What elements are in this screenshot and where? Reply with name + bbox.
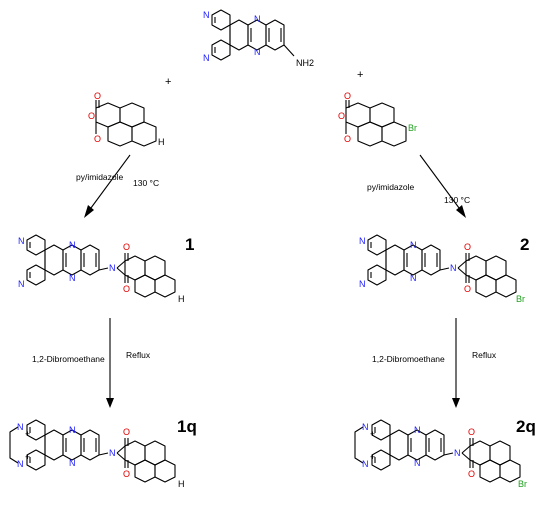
atom-n-label: N <box>454 448 461 458</box>
nh2-group-label: NH2 <box>296 58 314 68</box>
atom-n-label: N <box>410 240 417 250</box>
positive-charge: + <box>370 429 375 439</box>
plus-sign-left: + <box>165 76 171 88</box>
compound-label-2: 2 <box>520 235 529 254</box>
compound-2: N N N N N O O Br 2 <box>359 234 529 304</box>
atom-n-label: N <box>450 263 457 273</box>
condition-temp-left: 130 °C <box>133 178 159 188</box>
atom-o-label: O <box>468 469 475 479</box>
atom-n-label: N <box>359 279 366 289</box>
atom-n-label: N <box>109 448 116 458</box>
positive-charge: + <box>25 429 30 439</box>
atom-br-label: Br <box>408 123 417 133</box>
atom-o-label: O <box>344 134 351 144</box>
amine-reactant: N N N N NH2 <box>203 9 314 68</box>
reaction-arrow-right-step1 <box>419 154 463 213</box>
condition-solvent-right: py/imidazole <box>367 182 415 192</box>
arrowhead-icon <box>452 398 460 408</box>
atom-h-label: H <box>178 294 185 304</box>
atom-br-label: Br <box>516 294 525 304</box>
atom-n-label: N <box>69 273 76 283</box>
atom-o-label: O <box>94 91 101 101</box>
reaction-arrow-left-step1 <box>87 154 131 213</box>
atom-h-label: H <box>178 479 185 489</box>
positive-charge: + <box>370 452 375 462</box>
anhydride-reactant: O O O H <box>88 91 165 147</box>
atom-o-label: O <box>468 427 475 437</box>
atom-n-label: N <box>18 279 25 289</box>
atom-o-label: O <box>464 284 471 294</box>
atom-n-label: N <box>203 10 210 20</box>
atom-n-label: N <box>414 425 421 435</box>
condition-reagent-right: 1,2-Dibromoethane <box>372 354 445 364</box>
atom-h-label: H <box>158 137 165 147</box>
condition-reagent-left: 1,2-Dibromoethane <box>32 354 105 364</box>
atom-n-label: N <box>17 422 24 432</box>
atom-n-label: N <box>359 236 366 246</box>
atom-n-label: N <box>362 459 369 469</box>
atom-o-label: O <box>123 469 130 479</box>
compound-1q: N + + N N N N O O H 1q <box>9 417 197 489</box>
atom-n-label: N <box>18 236 25 246</box>
arrowhead-icon <box>456 205 466 218</box>
atom-n-label: N <box>17 459 24 469</box>
atom-o-label: O <box>123 427 130 437</box>
arrowhead-icon <box>106 398 114 408</box>
atom-n-label: N <box>254 14 261 24</box>
compound-1: N N N N N O O H 1 <box>18 234 194 304</box>
atom-o-label: O <box>94 134 101 144</box>
atom-o-label: O <box>88 111 95 121</box>
atom-n-label: N <box>362 422 369 432</box>
compound-label-2q: 2q <box>516 417 536 436</box>
compound-label-1q: 1q <box>177 417 197 436</box>
compound-2q: N + + N N N N O O Br 2q <box>354 417 536 489</box>
atom-o-label: O <box>344 91 351 101</box>
positive-charge: + <box>25 452 30 462</box>
atom-n-label: N <box>203 53 210 63</box>
condition-solvent-left: py/imidazole <box>76 172 124 182</box>
atom-n-label: N <box>410 273 417 283</box>
bromo-anhydride-reactant: O O O Br <box>338 91 417 147</box>
condition-reflux-right: Reflux <box>472 350 497 360</box>
atom-n-label: N <box>69 240 76 250</box>
condition-temp-right: 130 °C <box>444 195 470 205</box>
atom-o-label: O <box>123 284 130 294</box>
plus-sign-right: + <box>357 69 363 81</box>
atom-n-label: N <box>69 425 76 435</box>
atom-n-label: N <box>414 458 421 468</box>
atom-n-label: N <box>254 47 261 57</box>
atom-n-label: N <box>69 458 76 468</box>
atom-br-label: Br <box>518 479 527 489</box>
arrowhead-icon <box>84 205 94 218</box>
atom-n-label: N <box>109 263 116 273</box>
atom-o-label: O <box>338 111 345 121</box>
atom-o-label: O <box>464 242 471 252</box>
compound-label-1: 1 <box>185 235 194 254</box>
atom-o-label: O <box>123 242 130 252</box>
condition-reflux-left: Reflux <box>126 350 151 360</box>
